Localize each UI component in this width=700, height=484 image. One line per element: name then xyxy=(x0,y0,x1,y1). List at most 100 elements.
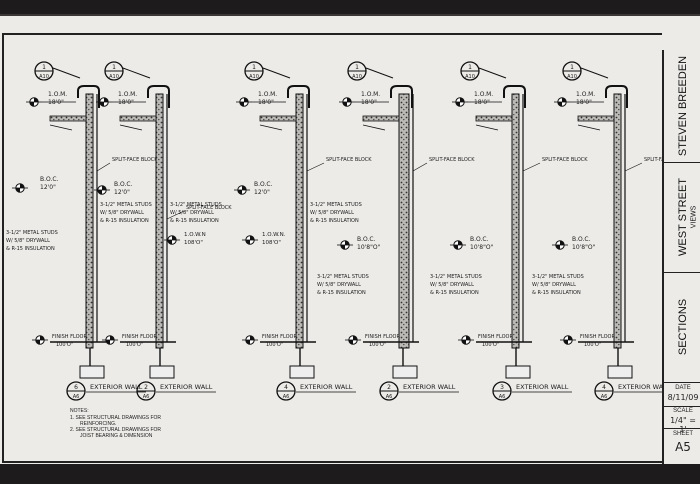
caption-bubble: 4A6 xyxy=(594,381,614,401)
stud-note-line: W/ 5/8" DRYWALL xyxy=(532,282,576,288)
mid-elevation-marker xyxy=(450,240,466,250)
sheet-label: SHEET xyxy=(672,431,693,437)
title-block: STEVEN BREEDEN WEST STREET VIEWS SECTION… xyxy=(662,50,700,464)
floor-value: 100'O" xyxy=(369,342,386,348)
sheet-number-cell: SHEET A5 xyxy=(664,428,700,462)
bubble-number: 3 xyxy=(500,384,504,391)
stud-note-line: & R-15 INSULATION xyxy=(100,218,149,224)
left-stud-note-line: W/ 5/8" DRYWALL xyxy=(6,238,50,244)
sheet-title-cell: SECTIONS xyxy=(664,272,700,383)
roof-joist xyxy=(362,115,400,122)
bubble-number: 1 xyxy=(355,64,359,71)
sheet-title: SECTIONS xyxy=(677,298,689,356)
bubble-number: 1 xyxy=(468,64,472,71)
notes-title: NOTES: xyxy=(70,408,89,414)
floor-elevation-marker xyxy=(102,335,118,345)
block-wall xyxy=(613,93,622,349)
bubble-ref: A6 xyxy=(73,394,80,400)
scale-label: SCALE xyxy=(673,408,693,414)
mid-elevation-label: B.O.C. xyxy=(114,181,133,188)
stud-note-line: W/ 5/8" DRYWALL xyxy=(317,282,361,288)
note-line-2: REINFORCING. xyxy=(80,421,116,427)
elevation-marker xyxy=(236,97,252,107)
bow-marker xyxy=(164,235,180,245)
left-elevation-marker xyxy=(12,183,28,193)
splitface-note: SPLIT-FACE BLOCK xyxy=(112,157,158,163)
floor-label: FINISH FLOOR xyxy=(122,334,157,340)
project-name: STEVEN BREEDEN xyxy=(677,55,689,157)
top-elevation-label: 1.O.M. xyxy=(118,91,137,98)
elevation-marker xyxy=(339,97,355,107)
floor-label: FINISH FLOOR xyxy=(262,334,297,340)
footing xyxy=(607,365,633,379)
floor-elevation-marker xyxy=(560,335,576,345)
block-wall xyxy=(85,93,94,349)
section-caption: EXTERIOR WALL xyxy=(160,383,213,391)
top-elevation-value: 18'0" xyxy=(118,99,134,106)
elevation-marker xyxy=(26,97,42,107)
bubble-number: 4 xyxy=(284,384,288,391)
floor-value: 100'O" xyxy=(266,342,283,348)
footing xyxy=(149,365,175,379)
floor-elevation-marker xyxy=(32,335,48,345)
block-wall xyxy=(295,93,304,349)
floor-elevation-marker xyxy=(242,335,258,345)
note-line-4: JOIST BEARING & DIMENSION xyxy=(80,433,153,439)
roof-joist xyxy=(259,115,297,122)
bubble-number: 2 xyxy=(144,384,148,391)
splitface-note: SPLIT-FACE BLOCK xyxy=(186,205,232,211)
footing xyxy=(505,365,531,379)
roof-joist xyxy=(577,115,615,122)
mid-elevation-value: 12'0" xyxy=(254,189,270,196)
footing xyxy=(289,365,315,379)
stud-note-line: & R-15 INSULATION xyxy=(430,290,479,296)
floor-value: 100'O" xyxy=(56,342,73,348)
floor-elevation-marker xyxy=(458,335,474,345)
top-elevation-label: 1.O.M. xyxy=(361,91,380,98)
stud-note-line: 3-1/2" METAL STUDS xyxy=(170,202,222,208)
stud-note-line: W/ 5/8" DRYWALL xyxy=(170,210,214,216)
mid-elevation-value: 12'0" xyxy=(114,189,130,196)
bubble-ref: A10 xyxy=(465,74,475,80)
bubble-ref: A10 xyxy=(39,74,49,80)
bubble-ref: A6 xyxy=(601,394,608,400)
floor-value: 100'O" xyxy=(126,342,143,348)
mid-elevation-label: B.O.C. xyxy=(254,181,273,188)
bubble-number: 1 xyxy=(252,64,256,71)
stud-note-line: 3-1/2" METAL STUDS xyxy=(430,274,482,280)
floor-value: 100'O" xyxy=(584,342,601,348)
stud-note-line: 3-1/2" METAL STUDS xyxy=(100,202,152,208)
general-notes: NOTES: 1. SEE STRUCTURAL DRAWINGS FOR RE… xyxy=(70,408,161,439)
section-caption: EXTERIOR WALL xyxy=(618,383,662,391)
bubble-ref: A6 xyxy=(386,394,393,400)
scale-value: 1/4" = 1' xyxy=(670,416,696,434)
bow2-marker xyxy=(242,235,258,245)
sheet-border xyxy=(2,33,662,463)
floor-value: 100'O" xyxy=(482,342,499,348)
mid-elevation-label: B.O.C. xyxy=(470,236,489,243)
floor-label: FINISH FLOOR xyxy=(478,334,513,340)
mid-elevation-marker xyxy=(552,240,568,250)
footing xyxy=(79,365,105,379)
stud-note-line: & R-15 INSULATION xyxy=(310,218,359,224)
street-name: WEST STREET xyxy=(677,177,689,257)
bubble-ref: A10 xyxy=(109,74,119,80)
mid-elevation-value: 10'8"O" xyxy=(572,244,596,251)
mid-elevation-value: 10'8"O" xyxy=(470,244,494,251)
stud-note-line: W/ 5/8" DRYWALL xyxy=(100,210,144,216)
bubble-ref: A6 xyxy=(143,394,150,400)
top-elevation-label: 1.O.M. xyxy=(576,91,595,98)
section-caption: EXTERIOR WALL xyxy=(300,383,353,391)
caption-bubble: 3A6 xyxy=(492,381,512,401)
top-elevation-value: 18'0" xyxy=(576,99,592,106)
mid-elevation-label: B.O.C. xyxy=(572,236,591,243)
stud-note-line: & R-15 INSULATION xyxy=(170,218,219,224)
